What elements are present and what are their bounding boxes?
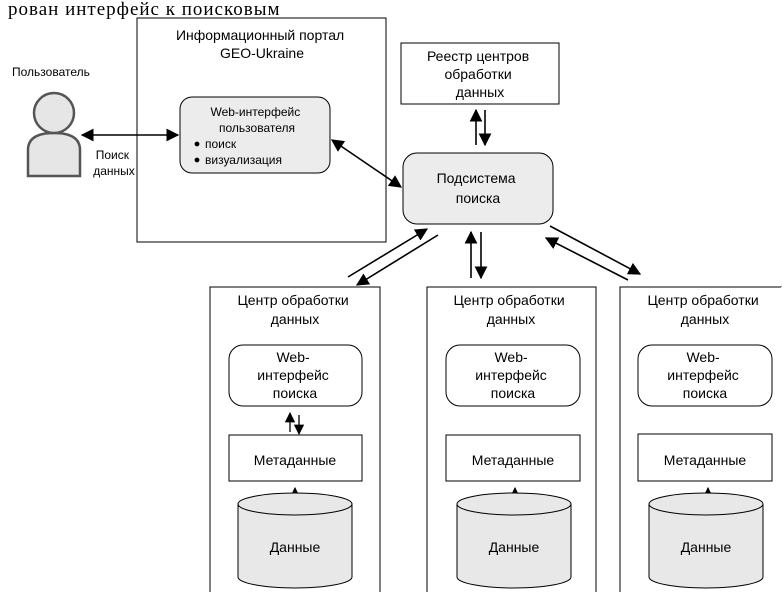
metadata-box: Метаданные [254,452,337,468]
top-text-fragment: рован интерфейс к поисковым [8,0,281,20]
portal-title: Информационный портал GEO-Ukraine [176,27,348,61]
portal-subsystem-arrow [330,139,403,188]
web-ui-title: Web-интерфейс пользователя [210,105,303,135]
metadata-box: Метаданные [472,452,555,468]
database-cylinder [456,492,572,589]
center-title: Центр обработки данных [647,292,762,327]
database-cylinder [648,492,764,589]
registry-box: Реестр центров обработки данных [400,42,560,105]
search-data-label: Поиск данных [93,148,135,178]
metadata-box: Метаданные [664,452,747,468]
user-label: Пользователь [12,65,90,79]
processing-center-3: Центр обработки данных Web- интерфейс по… [619,286,782,592]
user-figure: Пользователь Поиск данных [12,65,135,178]
connection-arrows [80,108,642,286]
processing-center-1: Центр обработки данных Web- интерфейс по… [209,286,381,592]
search-subsystem-title: Подсистема поиска [437,170,520,206]
center-title: Центр обработки данных [237,292,352,327]
web-ui-item-visualization: визуализация [205,153,282,167]
data-label: Данные [489,539,540,555]
center-title: Центр обработки данных [453,292,568,327]
web-search-ui: Web- интерфейс поиска [257,349,332,401]
database-cylinder [237,492,353,589]
search-subsystem-box: Подсистема поиска [402,152,554,225]
web-search-ui: Web- интерфейс поиска [667,349,742,401]
portal-box: Информационный портал GEO-Ukraine Web-ин… [136,17,387,243]
user-icon [26,91,82,178]
data-label: Данные [681,539,732,555]
data-label: Данные [270,539,321,555]
center1-up-arrow [347,228,429,278]
center1-down-arrow [355,234,439,286]
registry-title: Реестр центров обработки данных [427,48,533,100]
center3-down-arrow [549,225,642,275]
center3-up-arrow [544,237,629,281]
processing-center-2: Центр обработки данных Web- интерфейс по… [426,286,597,592]
web-search-ui: Web- интерфейс поиска [475,349,550,401]
web-ui-item-search: поиск [205,137,237,151]
web-ui-box: Web-интерфейс пользователя поиск визуали… [179,96,331,174]
